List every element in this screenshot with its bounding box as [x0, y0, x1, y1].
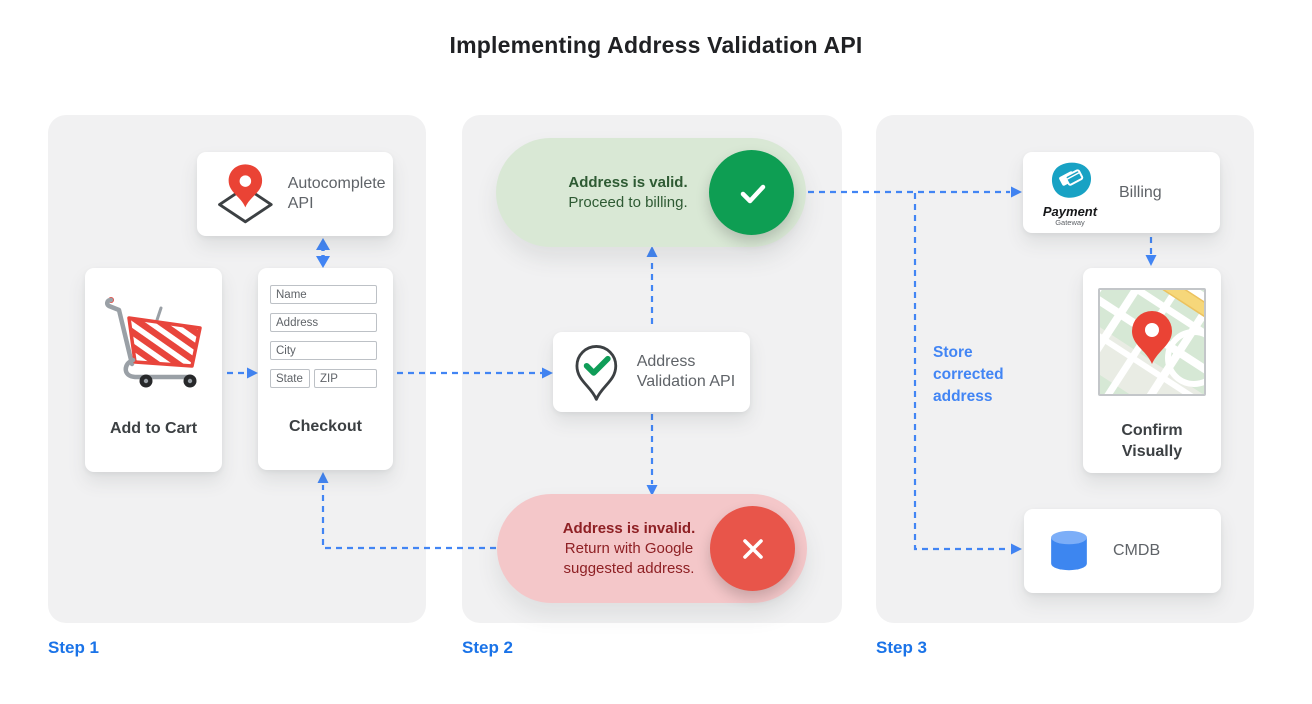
step1-label: Step 1	[48, 638, 100, 657]
cmdb-label: CMDB	[1113, 542, 1161, 559]
shopping-cart-icon	[105, 297, 202, 388]
pin-check-icon	[575, 345, 618, 401]
address-field[interactable]	[270, 313, 377, 332]
x-icon	[742, 538, 763, 559]
page-title: Implementing Address Validation API	[449, 32, 863, 58]
payment-gateway-logo-subtitle: Gateway	[1055, 217, 1085, 227]
confirm-visually-card: Confirm Visually	[1083, 268, 1221, 473]
billing-label: Billing	[1119, 183, 1162, 201]
map-thumbnail	[1098, 288, 1206, 396]
address-invalid-text: Address is invalid. Return with Google s…	[531, 494, 727, 603]
address-validation-api-card: Address Validation API	[553, 332, 750, 412]
check-icon	[740, 184, 765, 203]
state-field[interactable]	[270, 369, 310, 388]
payment-gateway-logo-title: Payment	[1042, 203, 1098, 219]
cmdb-card: CMDB	[1024, 509, 1221, 593]
address-valid-title: Address is valid.	[568, 173, 688, 191]
address-invalid-banner: Address is invalid. Return with Google s…	[497, 494, 807, 603]
database-icon	[1051, 530, 1087, 571]
add-to-cart-label: Add to Cart	[109, 420, 198, 437]
autocomplete-api-label: Autocomplete API	[287, 175, 386, 212]
address-validation-api-label: Address Validation API	[636, 353, 736, 390]
step3-label: Step 3	[876, 638, 928, 657]
add-to-cart-card: Add to Cart	[85, 268, 222, 472]
address-invalid-subtitle: Return with Google suggested address.	[563, 539, 695, 577]
address-valid-banner: Address is valid. Proceed to billing.	[496, 138, 806, 247]
state-zip-row	[270, 369, 377, 397]
checkout-label: Checkout	[289, 418, 362, 435]
map-pin-diamond-icon	[218, 164, 273, 224]
autocomplete-api-card: Autocomplete API	[197, 152, 393, 236]
zip-field[interactable]	[314, 369, 377, 388]
name-field[interactable]	[270, 285, 377, 304]
payment-gateway-logo: Payment Gateway	[1037, 159, 1103, 227]
invalid-x-circle	[710, 506, 795, 591]
address-invalid-title: Address is invalid.	[562, 519, 696, 537]
checkout-form	[270, 285, 377, 397]
payment-gateway-icon	[1051, 162, 1092, 198]
city-field[interactable]	[270, 341, 377, 360]
checkout-card: Checkout	[258, 268, 393, 470]
address-valid-text: Address is valid. Proceed to billing.	[530, 138, 726, 247]
confirm-visually-label-text: Confirm Visually	[1121, 422, 1183, 460]
step2-label: Step 2	[462, 638, 514, 657]
valid-check-circle	[709, 150, 794, 235]
billing-card: Payment Gateway Billing	[1023, 152, 1220, 233]
confirm-visually-label: Confirm Visually	[1083, 420, 1221, 462]
address-valid-subtitle: Proceed to billing.	[568, 193, 688, 211]
store-corrected-address-note: Store corrected address	[933, 344, 1004, 405]
